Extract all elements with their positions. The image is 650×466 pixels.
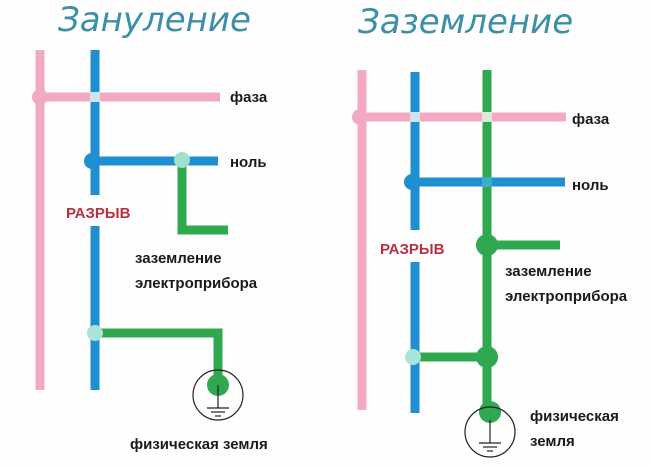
- left-neutral-junction: [84, 153, 100, 169]
- right-title: Заземление: [358, 2, 573, 42]
- right-device-ground-label-1: заземление: [505, 263, 592, 280]
- left-phase-junction: [32, 89, 48, 105]
- right-break-label: РАЗРЫВ: [380, 241, 445, 258]
- right-earth-label-2: земля: [530, 433, 575, 450]
- right-diagram-tt: Заземление фаза ноль РАЗРЫВ заземление э…: [352, 2, 628, 458]
- right-device-ground-label-2: электроприбора: [505, 288, 628, 305]
- left-device-junction: [174, 152, 190, 168]
- right-device-junction: [476, 234, 498, 256]
- right-phase-label: фаза: [572, 111, 610, 128]
- right-ground-symbol-icon: [464, 406, 516, 458]
- right-crossing-1: [410, 112, 420, 122]
- left-crossing: [90, 92, 100, 102]
- right-crossing-2: [482, 112, 492, 122]
- right-earth-node: [479, 401, 501, 423]
- right-bond-junction: [405, 349, 421, 365]
- left-ground-symbol-icon: [192, 369, 244, 421]
- left-title: Зануление: [58, 0, 251, 40]
- left-device-ground-wire: [177, 161, 228, 235]
- left-device-ground-label-2: электроприбора: [135, 275, 258, 292]
- left-phase-label: фаза: [230, 89, 268, 106]
- left-neutral-label: ноль: [230, 154, 267, 171]
- right-neutral-junction: [404, 174, 420, 190]
- left-earth-label: физическая земля: [130, 436, 268, 453]
- left-earth-junction: [87, 325, 103, 341]
- right-phase-junction: [352, 109, 368, 125]
- left-diagram-tn: Зануление фаза ноль РАЗРЫВ заземление эл…: [32, 0, 268, 453]
- left-break-label: РАЗРЫВ: [66, 205, 131, 222]
- right-earth-label-1: физическая: [530, 408, 619, 425]
- right-crossing-3: [482, 177, 492, 187]
- left-device-ground-label-1: заземление: [135, 250, 222, 267]
- right-neutral-label: ноль: [572, 177, 609, 194]
- right-ground-junction: [476, 346, 498, 368]
- left-earth-wire: [95, 328, 223, 383]
